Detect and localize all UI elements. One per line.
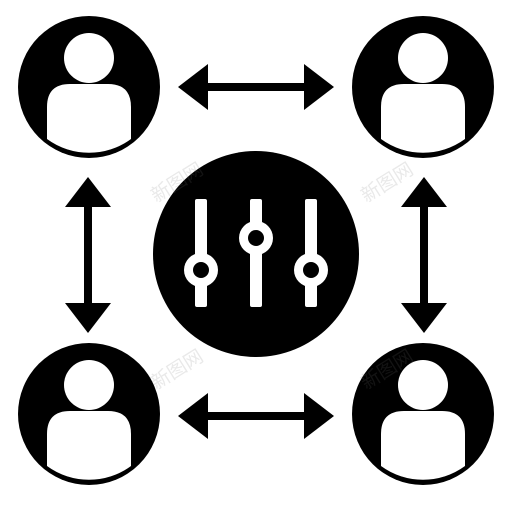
equalizer-sliders-icon — [153, 151, 359, 357]
user-avatar-bottom-right-icon — [352, 343, 494, 485]
double-arrow-left-icon — [65, 177, 111, 333]
double-arrow-top-icon — [178, 64, 334, 110]
user-avatar-top-right-icon — [352, 16, 494, 158]
user-avatar-top-left-icon — [18, 16, 160, 158]
user-avatar-bottom-left-icon — [18, 343, 160, 485]
double-arrow-bottom-icon — [178, 393, 334, 439]
double-arrow-right-icon — [401, 177, 447, 333]
